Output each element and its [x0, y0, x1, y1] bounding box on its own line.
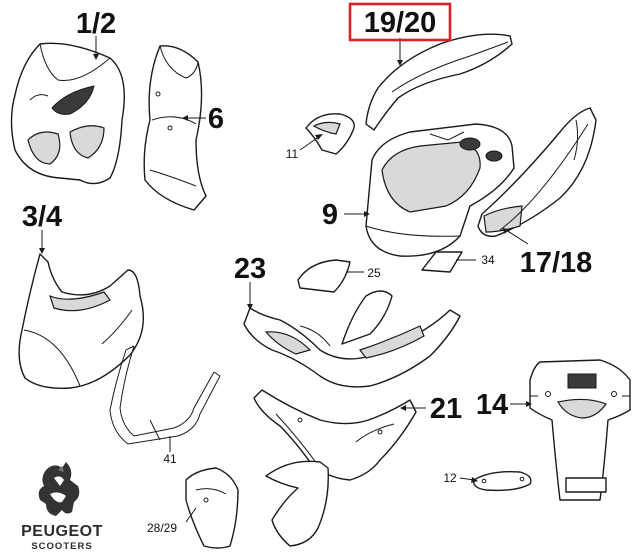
brand-name: PEUGEOT	[21, 523, 103, 540]
part-rear-tail-cover[interactable]	[529, 359, 631, 501]
part-small-plate[interactable]	[421, 251, 463, 273]
leader-lines	[39, 36, 532, 523]
part-small-bracket[interactable]	[305, 113, 355, 155]
part-frame-tube[interactable]	[109, 345, 221, 445]
label-34: 34	[481, 253, 495, 267]
part-belly-pan[interactable]	[253, 389, 417, 481]
part-oval-plate[interactable]	[473, 470, 532, 492]
part-inner-panel[interactable]	[143, 45, 207, 211]
part-floor-board[interactable]	[243, 290, 461, 388]
label-19-20: 19/20	[364, 7, 437, 39]
label-41: 41	[163, 452, 177, 466]
label-23: 23	[234, 253, 266, 285]
label-11: 11	[286, 147, 299, 161]
part-storage-box[interactable]	[365, 123, 515, 257]
lion-emblem-icon	[38, 462, 80, 516]
part-side-strip[interactable]	[365, 33, 513, 131]
part-cover-plate[interactable]	[297, 259, 351, 293]
brand-sub: SCOOTERS	[31, 541, 92, 552]
part-front-shield[interactable]	[10, 42, 125, 185]
label-28-29: 28/29	[147, 521, 177, 535]
part-curved-panel[interactable]	[265, 460, 329, 547]
label-6: 6	[208, 103, 224, 135]
label-9: 9	[322, 199, 338, 231]
label-21: 21	[430, 393, 462, 425]
highlight-box	[348, 2, 452, 42]
label-14: 14	[476, 389, 508, 421]
part-side-cover[interactable]	[185, 467, 239, 549]
part-front-fender[interactable]	[18, 253, 145, 389]
label-25: 25	[367, 266, 381, 280]
label-17-18: 17/18	[520, 247, 593, 279]
label-3-4: 3/4	[22, 201, 62, 233]
label-12: 12	[443, 471, 457, 485]
part-rear-side-panel[interactable]	[477, 107, 597, 237]
peugeot-logo: PEUGEOT SCOOTERS	[21, 462, 103, 552]
part-labels: 1/2 6 3/4 11 19/20 9 17/18 23 25 34 14 2…	[22, 7, 592, 535]
label-1-2: 1/2	[76, 8, 116, 40]
